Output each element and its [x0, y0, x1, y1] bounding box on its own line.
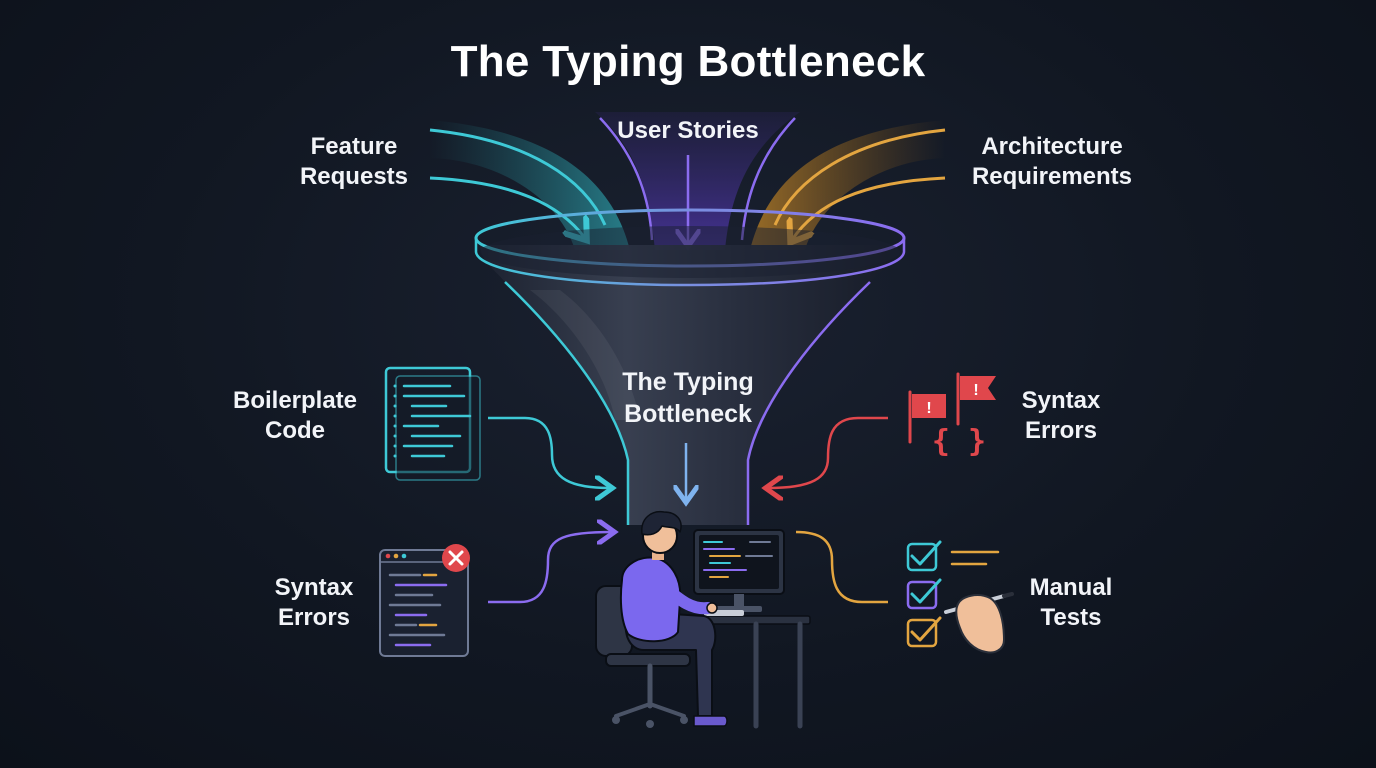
error-flags-braces-icon: ! ! — [908, 372, 996, 444]
connector-boilerplate — [488, 416, 610, 488]
label-center-line-1: The Typing — [622, 368, 754, 396]
diagram-title: The Typing Bottleneck — [450, 37, 926, 86]
label-syntax-right-line-2: Errors — [1024, 417, 1098, 444]
label-feature-requests: Feature Requests — [284, 132, 424, 192]
svg-text:!: ! — [926, 400, 931, 417]
label-manual-tests-line-1: Manual — [1029, 574, 1113, 601]
label-architecture-requirements: Architecture Requirements — [952, 132, 1152, 192]
label-feature-requests-line-1: Feature — [310, 133, 398, 160]
svg-text:!: ! — [973, 382, 978, 399]
label-syntax-left-line-2: Errors — [277, 604, 351, 631]
label-user-stories: User Stories — [617, 117, 759, 144]
connector-syntax-left — [488, 532, 612, 604]
braces-glyph: { } — [931, 424, 987, 459]
stream-architecture-requirements — [750, 120, 946, 250]
label-boilerplate-code: Boilerplate Code — [220, 386, 370, 446]
funnel — [474, 208, 906, 525]
label-syntax-errors-left: Syntax Errors — [254, 573, 374, 633]
label-syntax-errors-right: Syntax Errors — [1002, 386, 1120, 446]
label-center-bottleneck: The Typing Bottleneck — [588, 366, 788, 430]
stream-feature-requests — [429, 120, 630, 250]
checklist-hand-pen-icon — [906, 540, 1014, 654]
label-syntax-left-line-1: Syntax — [274, 574, 354, 601]
label-architecture-line-2: Requirements — [971, 163, 1133, 190]
label-feature-requests-line-2: Requests — [299, 163, 409, 190]
label-architecture-line-1: Architecture — [981, 133, 1123, 160]
code-document-icon — [384, 366, 481, 481]
label-syntax-right-line-1: Syntax — [1021, 387, 1101, 414]
developer-at-computer-icon — [595, 510, 811, 729]
label-center-line-2: Bottleneck — [624, 400, 752, 428]
label-manual-tests: Manual Tests — [1010, 573, 1132, 633]
connector-manual-tests — [795, 530, 888, 604]
label-boilerplate-line-1: Boilerplate — [232, 387, 358, 414]
label-boilerplate-line-2: Code — [265, 417, 325, 444]
connector-syntax-right — [768, 416, 888, 488]
label-manual-tests-line-2: Tests — [1040, 604, 1102, 631]
code-window-error-icon — [379, 544, 470, 657]
